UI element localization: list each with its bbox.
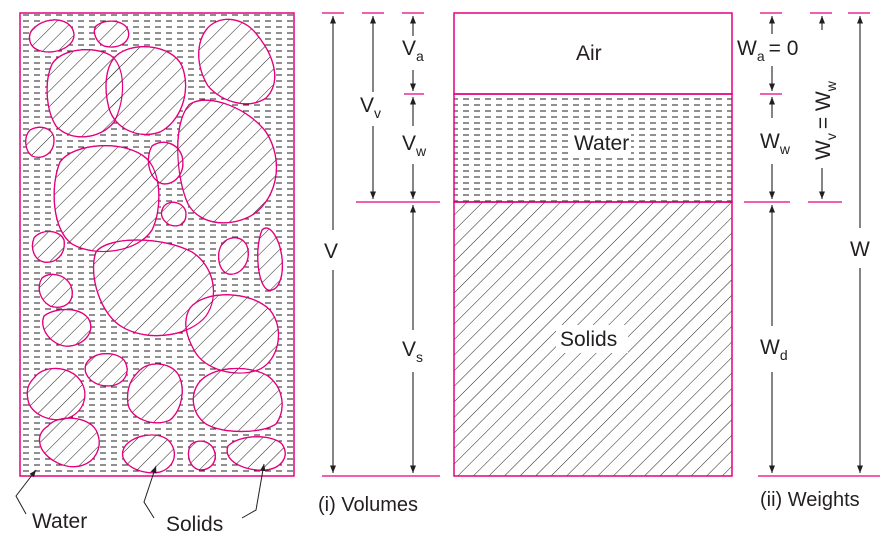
soil-solids-label: Solids: [166, 513, 223, 536]
phase-diagram: [453, 12, 733, 477]
volume-arrows: [329, 16, 417, 473]
weight-total-label: W: [850, 238, 870, 261]
water-phase-label: Water: [574, 132, 629, 155]
volume-total-label: V: [324, 240, 338, 263]
weight-dimension-lines: [744, 12, 880, 477]
volumes-caption: (i) Volumes: [318, 494, 418, 516]
volume-solids-label: Vs: [402, 338, 423, 365]
volume-dimension-lines: [322, 12, 440, 477]
volume-air-label: Va: [402, 37, 424, 64]
volume-voids-label: Vv: [360, 94, 381, 121]
weight-solids-label: Wd: [760, 336, 788, 363]
soil-sample: [19, 12, 295, 477]
air-phase-label: Air: [576, 42, 602, 65]
solids-phase-label: Solids: [560, 328, 617, 351]
soil-sample-outline: [19, 12, 295, 477]
soil-grains-hatch: [25, 18, 286, 474]
weight-arrows: [768, 16, 864, 473]
weight-air-label: Wa= 0: [737, 37, 798, 64]
air-phase: [453, 12, 733, 95]
volume-water-label: Vw: [402, 132, 427, 159]
weights-caption: (ii) Weights: [760, 489, 860, 511]
weight-water-label: Ww: [760, 130, 791, 157]
soil-label-leaders: [15, 463, 266, 519]
soil-water-label: Water: [32, 510, 87, 533]
weight-voids-label: Wv= Ww: [812, 80, 839, 160]
